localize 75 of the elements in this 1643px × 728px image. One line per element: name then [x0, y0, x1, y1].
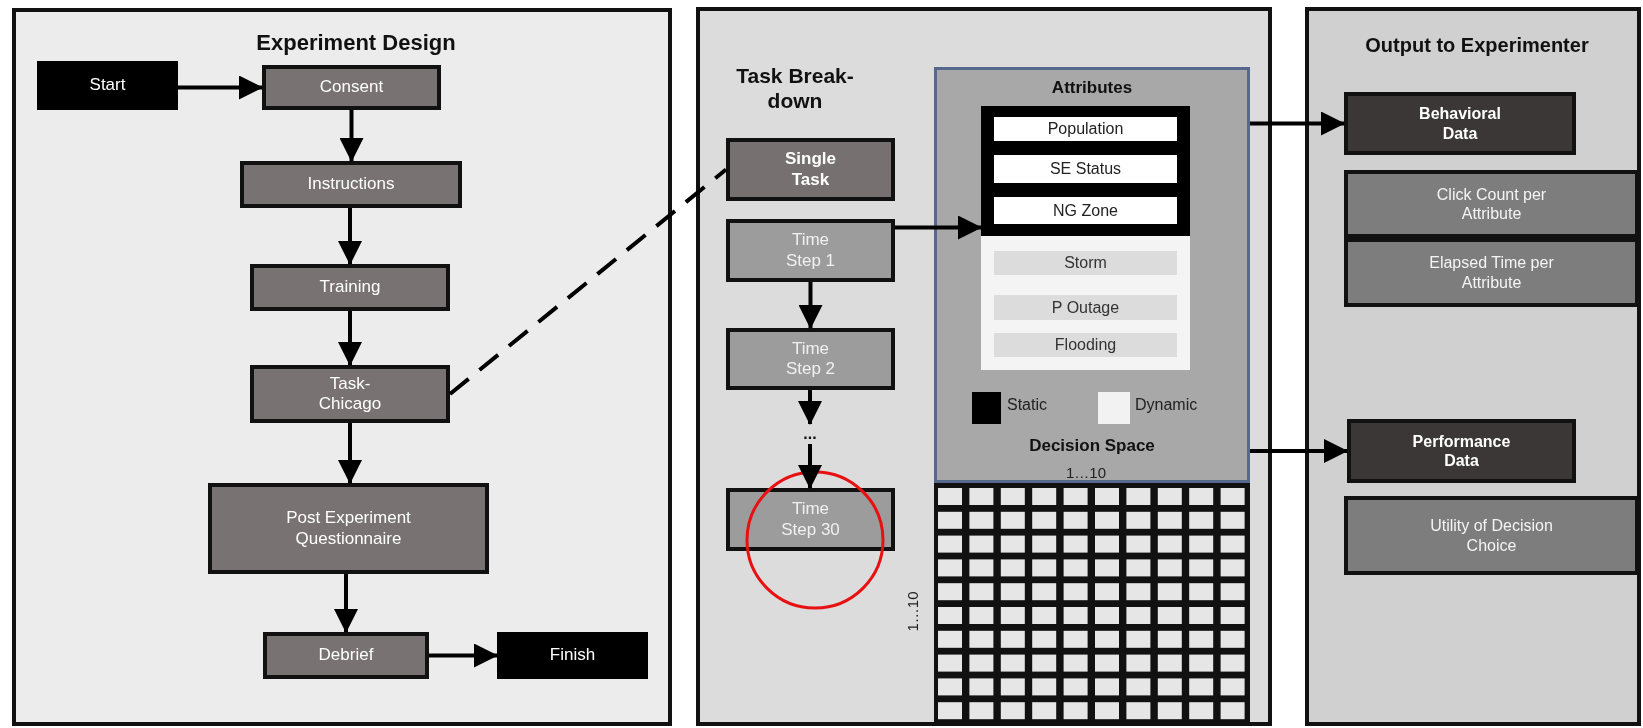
node-text: Training — [319, 277, 381, 298]
node-text: Debrief — [318, 645, 374, 666]
process-box — [250, 264, 450, 311]
output-heading-box — [1347, 419, 1576, 483]
legend-label: Dynamic — [1135, 396, 1198, 414]
heading: Decision Space — [1028, 436, 1156, 457]
attribute-field — [994, 251, 1177, 275]
time-step-box — [726, 328, 895, 390]
dynamic-attribute-group — [981, 236, 1190, 370]
static-attribute-group — [981, 106, 1190, 236]
node-text: Performance Data — [1411, 431, 1512, 471]
output-item-box — [1344, 496, 1639, 575]
time-step-box — [726, 219, 895, 282]
arrow — [1250, 111, 1345, 136]
arrow — [798, 444, 822, 489]
arrow — [334, 574, 358, 633]
node-text: Consent — [319, 77, 384, 98]
heading: Attributes — [1050, 78, 1134, 99]
node-text: Time Step 2 — [784, 338, 837, 380]
arrow — [178, 75, 263, 100]
node-text: Start — [89, 75, 126, 96]
node-text: Population — [1047, 119, 1124, 139]
node-text: Single Task — [784, 149, 837, 190]
axis-range-label: 1…10 — [1065, 464, 1107, 481]
output-heading-box — [1344, 92, 1576, 155]
process-box — [208, 483, 489, 574]
arrow — [338, 311, 362, 366]
terminal-box — [37, 61, 178, 110]
terminal-box — [497, 632, 648, 679]
attribute-field — [994, 155, 1177, 183]
decision-space-panel — [934, 67, 1250, 483]
attribute-field — [994, 295, 1177, 320]
node-text: Elapsed Time per Attribute — [1428, 253, 1555, 292]
output-item-box — [1344, 170, 1639, 238]
node-text: Storm — [1064, 253, 1107, 273]
axis-range-label: 1…10 — [903, 590, 921, 634]
node-text: Click Count per Attribute — [1435, 184, 1548, 224]
process-box — [250, 365, 450, 423]
panel — [12, 8, 672, 726]
output-item-box — [1344, 238, 1639, 307]
node-text: Task- Chicago — [317, 373, 383, 415]
heading: Experiment Design — [255, 30, 457, 57]
arrow — [429, 643, 498, 668]
node-text: Behavioral Data — [1418, 104, 1502, 143]
node-text: P Outage — [1051, 297, 1120, 318]
process-box — [262, 65, 441, 110]
process-box — [240, 161, 462, 208]
arrow — [1250, 439, 1348, 463]
node-text: SE Status — [1049, 159, 1122, 179]
node-text: Time Step 30 — [780, 499, 841, 540]
heading: Task Break- down — [735, 63, 855, 114]
node-text: Post Experiment Questionnaire — [285, 508, 412, 549]
node-text: Instructions — [307, 174, 395, 195]
dashed-connector — [448, 167, 728, 396]
arrow — [798, 390, 822, 425]
process-box — [263, 632, 429, 679]
arrow — [895, 215, 982, 240]
panel — [1305, 7, 1641, 726]
attribute-field — [994, 333, 1177, 357]
task-box — [726, 138, 895, 201]
arrow — [798, 282, 823, 329]
node-text: ... — [803, 424, 817, 444]
attribute-field — [994, 117, 1177, 141]
node-text: Finish — [549, 645, 596, 666]
attribute-field — [994, 197, 1177, 224]
node-text: NG Zone — [1053, 200, 1118, 221]
arrow — [338, 208, 362, 265]
heading: Output to Experimenter — [1364, 33, 1590, 57]
legend-label: Static — [1007, 396, 1047, 414]
arrow — [339, 110, 364, 162]
arrow — [338, 423, 362, 484]
node-text: Flooding — [1054, 335, 1117, 355]
node-text: Time Step 1 — [784, 230, 837, 271]
time-step-box — [726, 488, 895, 551]
node-text: Utility of Decision Choice — [1429, 516, 1554, 555]
